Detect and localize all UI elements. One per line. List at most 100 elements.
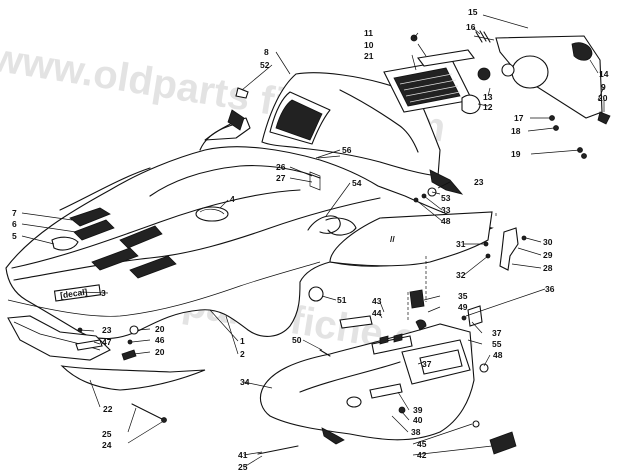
clip-49: [415, 319, 427, 331]
vent-c: [129, 255, 177, 279]
callout-37: 37: [492, 328, 502, 338]
callout-35: 35: [458, 291, 468, 301]
screw-19b: [581, 153, 587, 159]
callouts: 15 16 11 10 21 14 13 12 9 20 17 18 19 8 …: [12, 7, 609, 472]
side-panel-mark: //: [390, 234, 395, 244]
callout-48: 48: [441, 216, 451, 226]
callout-20-left-b: 20: [155, 347, 165, 357]
leaders: [21, 14, 605, 468]
vent-5: [51, 236, 79, 251]
emblem-detail: [199, 208, 225, 215]
bulb-13: [477, 67, 491, 81]
knob-51: [308, 286, 324, 302]
callout-14: 14: [599, 69, 609, 79]
nose-opening: [269, 91, 331, 145]
nose-cowl: [261, 72, 441, 177]
vent-a: [119, 225, 163, 249]
callout-18: 18: [511, 126, 521, 136]
belly-pan-22: [60, 365, 206, 391]
callout-25-left: 25: [102, 429, 112, 439]
callout-53: 53: [441, 193, 451, 203]
spring-coil: [475, 30, 491, 43]
callout-55: 55: [492, 339, 502, 349]
decal-39: [369, 383, 403, 399]
plug-48b: [479, 363, 489, 373]
callout-12: 12: [483, 102, 493, 112]
callout-29: 29: [543, 250, 553, 260]
windshield-8: [235, 72, 464, 195]
screw-40: [398, 406, 406, 414]
callout-5: 5: [12, 231, 17, 241]
callout-31: 31: [456, 239, 466, 249]
callout-32: 32: [456, 270, 466, 280]
callout-10: 10: [364, 40, 374, 50]
callout-45: 45: [417, 439, 427, 449]
callout-15: 15: [468, 7, 478, 17]
side-cover-crease: [299, 361, 401, 393]
console-window: [419, 349, 463, 375]
headlight-assembly: [383, 30, 611, 159]
cover-hole: [346, 396, 362, 408]
hood-emblem-4: [195, 206, 229, 222]
plate-hole: [511, 55, 549, 89]
callout-16: 16: [466, 22, 476, 32]
vent-b: [91, 247, 139, 271]
side-panel-upper: [329, 211, 493, 267]
latch-left: [227, 109, 245, 131]
headlight-lens: [393, 67, 461, 107]
callout-13: 13: [483, 92, 493, 102]
rivet-24: [161, 417, 167, 423]
callout-23: 23: [474, 177, 484, 187]
washer-17: [549, 115, 555, 121]
hood-left-ridge: [59, 167, 151, 211]
callout-1: 1: [240, 336, 245, 346]
callout-3: 3: [101, 288, 106, 298]
callout-42: 42: [417, 450, 427, 460]
callout-40: 40: [413, 415, 423, 425]
hood-crease-2: [13, 197, 381, 281]
latch-37: [467, 305, 483, 327]
hood-top-ridge: [149, 165, 321, 197]
headlight-rim-10: [417, 49, 475, 67]
cover-foot: [321, 427, 345, 445]
lamp-socket-12: [461, 94, 481, 115]
callout-52: 52: [260, 60, 270, 70]
callout-24: 24: [102, 440, 112, 450]
callout-47: 47: [102, 337, 112, 347]
hood-peak: [199, 123, 237, 151]
callout-6: 6: [12, 219, 17, 229]
clip-20c: [121, 349, 137, 361]
callout-8: 8: [264, 47, 269, 57]
callout-9: 9: [601, 82, 606, 92]
callout-4: 4: [230, 194, 235, 204]
callout-50: 50: [292, 335, 302, 345]
bulb-socket: [501, 63, 515, 77]
bracket-28: [483, 227, 527, 271]
callout-37-lower: 37: [422, 359, 432, 369]
decal-3: [53, 284, 102, 302]
callout-54: 54: [352, 178, 362, 188]
callout-7: 7: [12, 208, 17, 218]
cowl-tip: [429, 169, 464, 195]
plate-knob: [571, 42, 593, 61]
bracket-50: [319, 349, 331, 357]
clip-52: [235, 87, 249, 99]
washer-30: [521, 235, 527, 241]
grommet-20b: [129, 325, 139, 335]
callout-44: 44: [372, 308, 382, 318]
callout-19: 19: [511, 149, 521, 159]
wire-56: [317, 155, 341, 159]
callout-21: 21: [364, 51, 374, 61]
hinge-bracket: [499, 227, 519, 271]
callout-25-lower: 25: [238, 462, 248, 472]
hood-lower-edge: [7, 261, 321, 317]
logo-54: [307, 215, 357, 236]
callout-33: 33: [441, 205, 451, 215]
lens-grid: [399, 73, 461, 103]
callout-17: 17: [514, 113, 524, 123]
nut-46: [127, 339, 133, 345]
switch-plate-43: [339, 315, 373, 329]
side-cover-34: [259, 286, 517, 455]
nose-opening-dark: [275, 99, 323, 141]
